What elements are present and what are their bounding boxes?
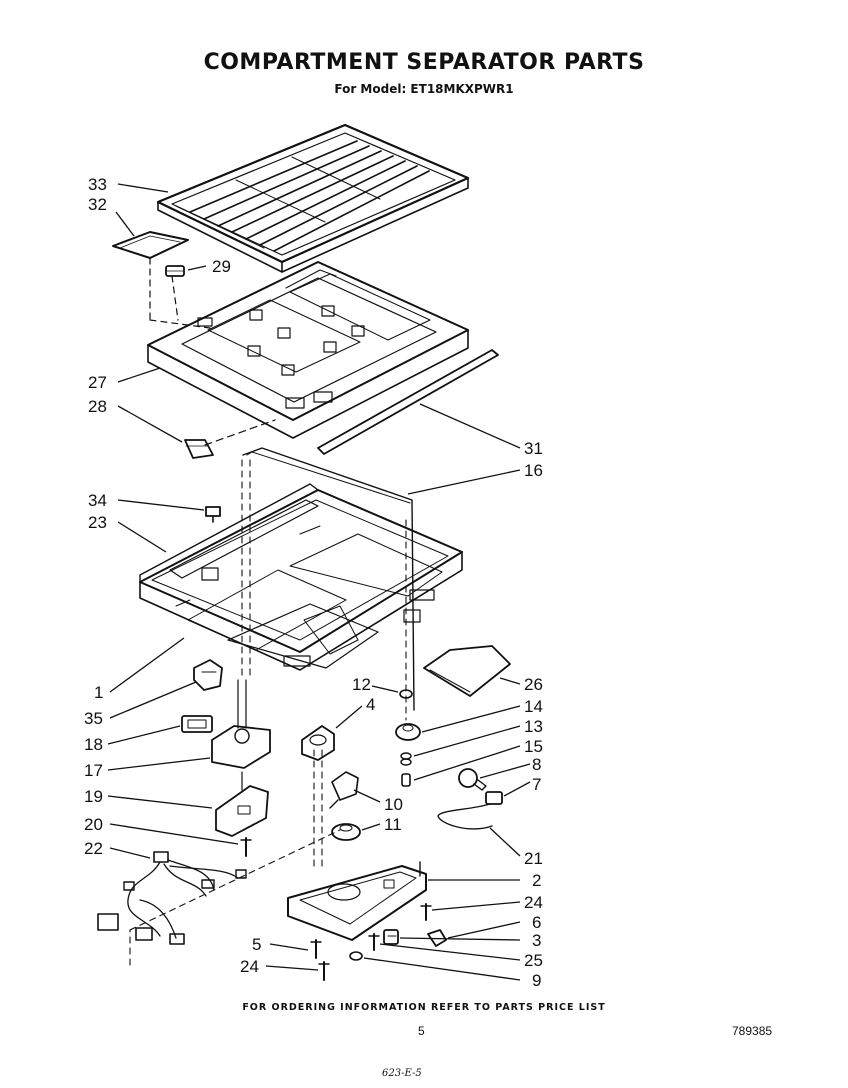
part-7-socket-drawing xyxy=(485,791,503,805)
callout-28: 28 xyxy=(88,397,107,416)
callout-25: 25 xyxy=(524,951,543,970)
part-22-harness-drawing xyxy=(97,851,247,945)
page-number: 5 xyxy=(418,1024,425,1038)
callout-34: 34 xyxy=(88,491,107,510)
part-17-housing-drawing xyxy=(211,679,271,769)
part-13-spring-drawing xyxy=(400,752,412,766)
callout-35: 35 xyxy=(84,709,103,728)
part-16-wire-drawing xyxy=(242,447,415,711)
callout-33: 33 xyxy=(88,175,107,194)
part-21-wire-drawing xyxy=(437,803,493,830)
callout-26: 26 xyxy=(524,675,543,694)
part-3-switch-drawing xyxy=(383,929,399,945)
callout-8: 8 xyxy=(532,755,541,774)
part-24-screw-bottom-drawing xyxy=(318,961,330,981)
callout-32: 32 xyxy=(88,195,107,214)
model-subtitle: For Model: ET18MKXPWR1 xyxy=(334,82,514,96)
callout-20: 20 xyxy=(84,815,103,834)
part-19-switch-drawing xyxy=(215,771,269,837)
part-33-grille-drawing xyxy=(156,123,470,273)
handwritten-note: 623-E-5 xyxy=(382,1068,422,1079)
callout-14: 14 xyxy=(524,697,543,716)
callout-17: 17 xyxy=(84,761,103,780)
callout-5: 5 xyxy=(252,935,261,954)
callout-16: 16 xyxy=(524,461,543,480)
callout-12: 12 xyxy=(352,675,371,694)
callout-7: 7 xyxy=(532,775,541,794)
callout-24-right: 24 xyxy=(524,893,543,912)
part-11-knob-drawing xyxy=(331,823,361,841)
part-20-screw-drawing xyxy=(240,837,252,857)
part-2-control-housing-drawing xyxy=(287,861,427,941)
part-34-nut-drawing xyxy=(205,506,221,523)
callout-3: 3 xyxy=(532,931,541,950)
part-28-block-drawing xyxy=(184,439,214,459)
callout-23: 23 xyxy=(88,513,107,532)
callout-24-bottom: 24 xyxy=(240,957,259,976)
part-26-insulation-drawing xyxy=(423,645,511,697)
callout-4: 4 xyxy=(366,695,375,714)
part-23-tray-drawing xyxy=(139,483,463,671)
callout-31: 31 xyxy=(524,439,543,458)
part-5-screw-drawing xyxy=(310,939,322,959)
part-15-shaft-drawing xyxy=(401,773,411,787)
part-12-nut-drawing xyxy=(399,689,413,699)
page-title: COMPARTMENT SEPARATOR PARTS xyxy=(203,50,645,75)
part-6-connector-drawing xyxy=(427,929,447,947)
part-25-screw-drawing xyxy=(368,933,380,951)
callout-27: 27 xyxy=(88,373,107,392)
callout-11: 11 xyxy=(384,815,402,834)
part-18-block-drawing xyxy=(181,715,213,733)
callout-15: 15 xyxy=(524,737,543,756)
part-35-clip-drawing xyxy=(193,659,223,691)
part-31-strip-drawing xyxy=(317,349,499,455)
callout-2: 2 xyxy=(532,871,541,890)
part-24-screw-right-drawing xyxy=(420,903,432,921)
part-14-knob-drawing xyxy=(395,723,421,741)
callout-9: 9 xyxy=(532,971,541,990)
callout-6: 6 xyxy=(532,913,541,932)
document-number: 789385 xyxy=(732,1024,773,1038)
ordering-info-note: FOR ORDERING INFORMATION REFER TO PARTS … xyxy=(242,1002,606,1013)
part-29-block-drawing xyxy=(165,265,185,277)
callout-29: 29 xyxy=(212,257,231,276)
part-9-washer-drawing xyxy=(349,951,363,961)
callout-19: 19 xyxy=(84,787,103,806)
callout-21: 21 xyxy=(524,849,543,868)
callout-1: 1 xyxy=(94,683,103,702)
callout-10: 10 xyxy=(384,795,403,814)
part-32-label-drawing xyxy=(112,231,189,259)
part-8-bulb-drawing xyxy=(458,768,487,791)
callout-22: 22 xyxy=(84,839,103,858)
part-10-thermostat-drawing xyxy=(329,771,359,809)
callout-18: 18 xyxy=(84,735,103,754)
part-27-frame-drawing xyxy=(147,261,469,439)
callout-13: 13 xyxy=(524,717,543,736)
part-4-bracket-drawing xyxy=(301,725,335,761)
